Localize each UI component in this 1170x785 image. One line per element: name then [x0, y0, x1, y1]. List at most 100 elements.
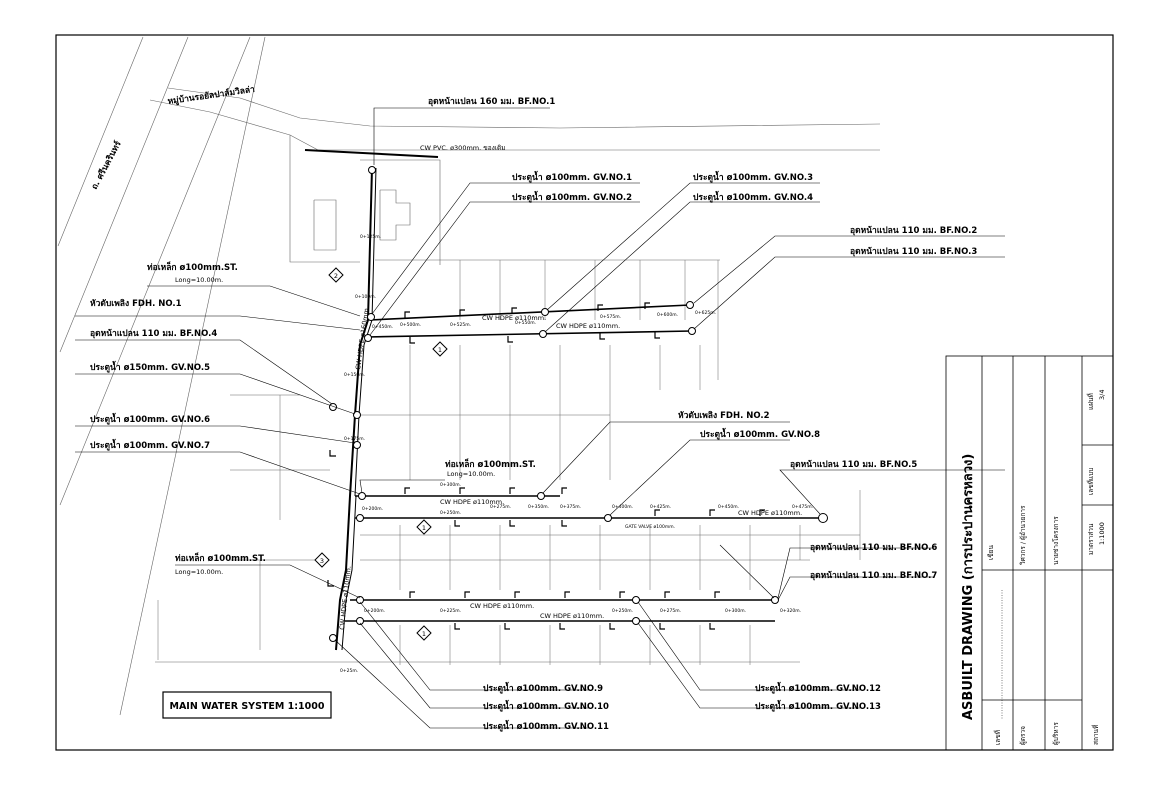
chainage: 0+525m. — [450, 322, 471, 328]
label-bf2: อุดหน้าแปลน 110 มม. BF.NO.2 — [850, 225, 977, 236]
label-bf3: อุดหน้าแปลน 110 มม. BF.NO.3 — [850, 246, 977, 257]
tb-scale-value: 1:1000 — [1098, 522, 1106, 545]
section-marker-1b: 1 — [422, 524, 426, 532]
chainage: 0+275m. — [490, 504, 511, 510]
tb-drawing-no: เลขที่แบบ — [1086, 468, 1095, 495]
label-bf7: อุดหน้าแปลน 110 มม. BF.NO.7 — [810, 570, 937, 581]
label-steel-1-long: Long=10.00m. — [175, 276, 223, 284]
chainage: 0+200m. — [362, 506, 383, 512]
chainage: 0+250m. — [440, 510, 461, 516]
branch-c-label: CW HDPE ø110mm. — [440, 498, 504, 506]
chainage: 0+275m. — [660, 608, 681, 614]
chainage: 0+625m. — [695, 310, 716, 316]
chainage: 0+150m. — [344, 372, 365, 378]
chainage: 0+100m. — [355, 294, 376, 300]
label-gv1: ประตูน้ำ ø100mm. GV.NO.1 — [512, 170, 632, 183]
parcel-grid — [155, 259, 861, 665]
chainage: 0+350m. — [528, 504, 549, 510]
label-bf6: อุดหน้าแปลน 110 มม. BF.NO.6 — [810, 542, 937, 553]
chainage: 0+250m. — [612, 608, 633, 614]
chainage: 0+450m. — [372, 324, 393, 330]
branch-b-label: CW HDPE ø110mm. — [556, 322, 620, 330]
label-gv4: ประตูน้ำ ø100mm. GV.NO.4 — [693, 190, 813, 203]
chainage: 0+450m. — [718, 504, 739, 510]
tb-location: สถานที่ — [1091, 725, 1100, 745]
chainage: 0+320m. — [780, 608, 801, 614]
chainage: 0+225m. — [440, 608, 461, 614]
chainage: 0+125m. — [360, 234, 381, 240]
label-gv3: ประตูน้ำ ø100mm. GV.NO.3 — [693, 170, 813, 183]
main-pipe-160 — [349, 167, 373, 497]
plan-title: MAIN WATER SYSTEM 1:1000 — [169, 701, 324, 712]
leader-lines — [75, 107, 1005, 729]
branch-f-label: CW HDPE ø110mm. — [540, 612, 604, 620]
chainage: 0+425m. — [650, 504, 671, 510]
label-gv13: ประตูน้ำ ø100mm. GV.NO.13 — [755, 699, 881, 712]
tb-number: เลขที่ — [993, 730, 1002, 745]
label-steel-2: ท่อเหล็ก ø100mm.ST. — [445, 457, 536, 470]
chainage: 0+500m. — [400, 322, 421, 328]
pipe-network — [304, 149, 822, 651]
label-fdh1: หัวดับเพลิง FDH. NO.1 — [90, 298, 182, 309]
tb-checker: ผู้ตรวจ — [1019, 726, 1027, 745]
existing-pvc-pipe — [304, 149, 439, 158]
tb-engineer: วิศวกร / ผู้อำนวยการ — [1019, 505, 1027, 565]
chainage: 0+600m. — [657, 312, 678, 318]
lower-vertical-pipe — [335, 495, 351, 651]
chainage: 0+175m. — [344, 436, 365, 442]
service-ticks — [327, 302, 765, 630]
plan-title-box — [162, 691, 332, 719]
chainage: 0+475m. — [792, 504, 813, 510]
section-marker-1a: 1 — [438, 346, 442, 354]
label-gv12: ประตูน้ำ ø100mm. GV.NO.12 — [755, 681, 881, 694]
gate-valve-note: GATE VALVE ø100mm. — [625, 524, 675, 530]
branch-e-label: CW HDPE ø110mm. — [470, 602, 534, 610]
chainage-labels: 0+450m. 0+500m. 0+525m. 0+550m. 0+575m. … — [340, 234, 813, 674]
label-steel-3-long: Long=10.00m. — [175, 568, 223, 576]
label-gv2: ประตูน้ำ ø100mm. GV.NO.2 — [512, 190, 632, 203]
drawing-title: ASBUILT DRAWING (การประปานครหลวง) — [961, 454, 976, 720]
chainage: 0+300m. — [725, 608, 746, 614]
label-bf1: อุดหน้าแปลน 160 มม. BF.NO.1 — [428, 96, 555, 107]
section-marker-1c: 1 — [422, 630, 426, 638]
branch-d-label: CW HDPE ø110mm. — [738, 509, 802, 517]
label-gv7: ประตูน้ำ ø100mm. GV.NO.7 — [90, 438, 210, 451]
label-gv9: ประตูน้ำ ø100mm. GV.NO.9 — [483, 681, 603, 694]
branch-a-label: CW HDPE ø110mm. — [482, 314, 546, 322]
label-steel-1: ท่อเหล็ก ø100mm.ST. — [147, 260, 238, 273]
tb-drawn: เขียน — [987, 545, 995, 560]
section-markers — [314, 267, 448, 641]
label-gv6: ประตูน้ำ ø100mm. GV.NO.6 — [90, 412, 210, 425]
title-block — [945, 355, 1114, 751]
label-fdh2: หัวดับเพลิง FDH. NO.2 — [678, 410, 770, 421]
tb-scale-label: มาตราส่วน — [1087, 523, 1095, 555]
section-marker-3: 3 — [320, 557, 324, 565]
label-gv8: ประตูน้ำ ø100mm. GV.NO.8 — [700, 427, 820, 440]
branch-b-pipe — [365, 330, 693, 338]
label-bf5: อุดหน้าแปลน 110 มม. BF.NO.5 — [790, 459, 917, 470]
chainage: 0+575m. — [600, 314, 621, 320]
label-bf4: อุดหน้าแปลน 110 มม. BF.NO.4 — [90, 328, 217, 339]
lower-vertical-pipe-b — [341, 495, 357, 651]
label-gv5: ประตูน้ำ ø150mm. GV.NO.5 — [90, 360, 210, 373]
section-marker-2: 2 — [334, 272, 338, 280]
annotation-labels: อุดหน้าแปลน 160 มม. BF.NO.1 ประตูน้ำ ø10… — [90, 96, 977, 732]
tb-sheet-value: 3/4 — [1098, 390, 1106, 400]
chainage: 0+400m. — [612, 504, 633, 510]
fittings — [329, 166, 828, 642]
branch-a-pipe — [369, 304, 691, 321]
chainage: 0+550m. — [515, 320, 536, 326]
chainage: 0+375m. — [560, 504, 581, 510]
tb-project-engineer: นายช่างโครงการ — [1052, 516, 1060, 565]
label-steel-2-long: Long=10.00m. — [447, 470, 495, 478]
site-linework — [57, 36, 881, 716]
tb-manager: ผู้บริหาร — [1052, 722, 1060, 745]
tb-sheet-label: แผ่นที่ — [1086, 393, 1095, 410]
chainage: 0+25m. — [340, 668, 358, 674]
chainage: 0+300m. — [440, 482, 461, 488]
existing-pvc-label: CW PVC. ø300mm. ของเดิม — [420, 144, 506, 152]
chainage: 0+200m. — [364, 608, 385, 614]
label-gv11: ประตูน้ำ ø100mm. GV.NO.11 — [483, 719, 609, 732]
label-steel-3: ท่อเหล็ก ø100mm.ST. — [175, 551, 266, 564]
